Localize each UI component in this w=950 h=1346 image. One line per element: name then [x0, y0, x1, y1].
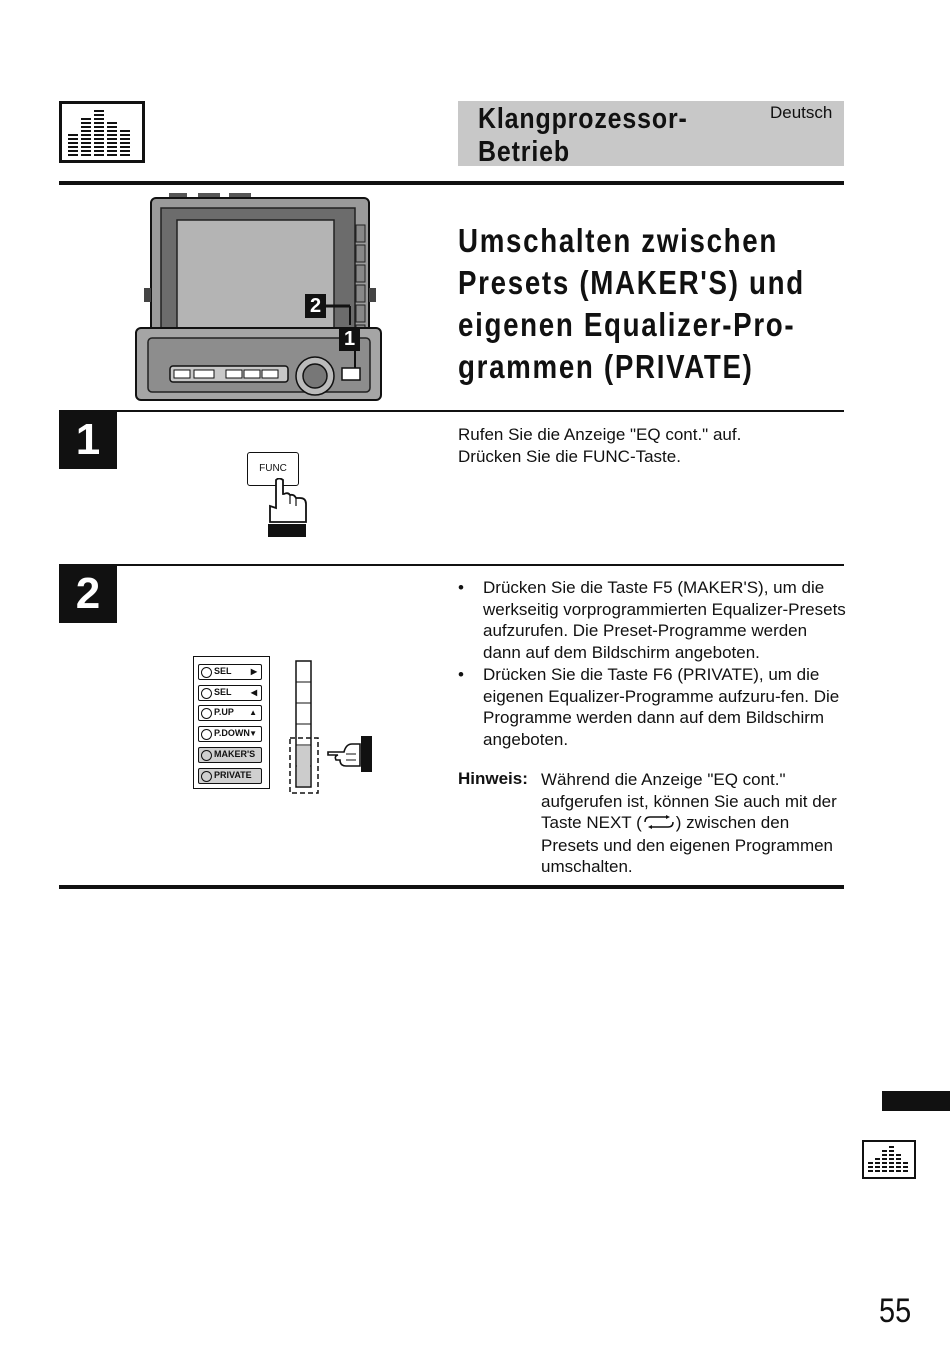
heading-line4: grammen (PRIVATE) [458, 348, 754, 385]
note-text-b: ) zwischen den Presets und den eigenen P… [541, 813, 834, 877]
language-label: Deutsch [770, 103, 833, 122]
sel-right-label: SEL [214, 666, 232, 676]
button-ring-icon [201, 667, 212, 678]
button-ring-icon [201, 708, 212, 719]
step1-line2: Drücken Sie die FUNC-Taste. [458, 446, 681, 466]
section-tab-marker [882, 1091, 950, 1111]
sel-left-label: SEL [214, 687, 232, 697]
button-ring-icon [201, 729, 212, 740]
pup-label: P.UP [214, 707, 234, 717]
note-text-a: Während die Anzeige "EQ cont." aufgerufe… [541, 770, 837, 833]
button-ring-icon [201, 750, 212, 761]
bullet-1-text: Drücken Sie die Taste F5 (MAKER'S), um d… [483, 578, 846, 662]
next-button-icon [642, 813, 676, 835]
step1-rule [59, 410, 844, 412]
step1-instruction: Rufen Sie die Anzeige "EQ cont." auf. Dr… [458, 424, 741, 467]
bullet-2-text: Drücken Sie die Taste F6 (PRIVATE), um d… [483, 665, 840, 749]
private-label: PRIVATE [214, 770, 252, 780]
page-title: Klangprozessor-Betrieb [478, 103, 688, 169]
private-button: PRIVATE [198, 768, 262, 784]
button-ring-icon [201, 688, 212, 699]
title-background [458, 101, 844, 166]
step2-rule [59, 564, 844, 566]
footer-rule [59, 885, 844, 889]
makers-label: MAKER'S [214, 749, 256, 759]
pdown-button: P.DOWN▼ [198, 726, 262, 742]
sel-left-button: SEL ◀ [198, 685, 262, 701]
page-number: 55 [879, 1292, 912, 1330]
triangle-left-icon: ◀ [250, 688, 257, 697]
step2-number: 2 [59, 565, 117, 623]
page-title-line2: Betrieb [478, 136, 570, 168]
equalizer-icon-small [862, 1140, 916, 1179]
pointing-finger-icon [326, 734, 374, 774]
side-button-strip [288, 658, 322, 796]
heading-line1: Umschalten zwischen [458, 222, 779, 259]
page-title-line1: Klangprozessor- [478, 103, 688, 135]
func-button [247, 452, 299, 486]
callout-1: 1 [339, 327, 360, 351]
makers-button: MAKER'S [198, 747, 262, 763]
pdown-label: P.DOWN [214, 728, 250, 738]
device-illustration: 2 1 [134, 190, 384, 405]
heading-line3: eigenen Equalizer-Pro- [458, 306, 796, 343]
callout-2: 2 [305, 294, 326, 318]
func-button-label: FUNC [259, 463, 287, 474]
note-label: Hinweis: [458, 769, 528, 788]
step1-line1: Rufen Sie die Anzeige "EQ cont." auf. [458, 425, 742, 444]
note-text: Während die Anzeige "EQ cont." aufgerufe… [541, 769, 841, 878]
header-rule [59, 181, 844, 185]
heading-line2: Presets (MAKER'S) und [458, 264, 805, 301]
step1-number: 1 [59, 411, 117, 469]
button-ring-icon [201, 771, 212, 782]
pup-button: P.UP ▲ [198, 705, 262, 721]
pressing-finger-icon [266, 477, 308, 538]
triangle-right-icon: ▶ [250, 667, 257, 676]
equalizer-icon [59, 101, 145, 163]
sel-right-button: SEL ▶ [198, 664, 262, 680]
bullet-marker: • [458, 665, 464, 684]
bullet-marker: • [458, 578, 464, 597]
triangle-down-icon: ▼ [249, 729, 257, 738]
triangle-up-icon: ▲ [249, 708, 257, 717]
section-heading: Umschalten zwischen Presets (MAKER'S) un… [458, 220, 805, 388]
